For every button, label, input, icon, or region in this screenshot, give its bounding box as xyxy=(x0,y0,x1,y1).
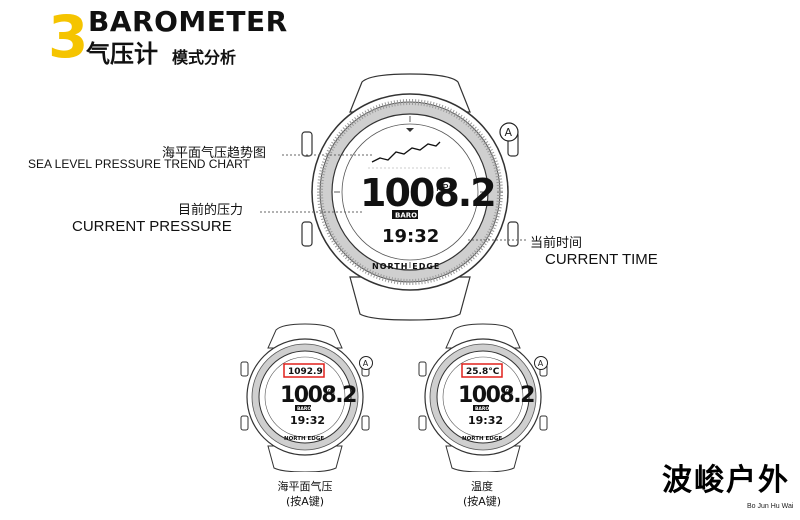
trend-callout-zh: 海平面气压趋势图 xyxy=(162,146,267,161)
bezel-brand-text: NORTH EDGE xyxy=(284,436,324,442)
highlight-box xyxy=(283,363,325,378)
main-pressure-unit: hPa xyxy=(436,183,454,194)
pressure-callout-en: CURRENT PRESSURE xyxy=(72,218,232,235)
north-marker-icon xyxy=(406,128,414,132)
section-title-en: BAROMETER xyxy=(88,5,288,38)
watch-button xyxy=(240,361,249,377)
svg-text:A: A xyxy=(538,359,544,368)
section-number: 3 xyxy=(48,3,88,71)
time-callout-zh: 当前时间 xyxy=(530,236,583,251)
watch-strap-bottom xyxy=(349,276,471,321)
small-watch-sea-level: 1092.9 1008.2 hPa BARO 19:32 NORTH EDGE xyxy=(240,323,370,472)
button-a-marker: A xyxy=(359,356,373,370)
small-watch-temperature: 25.8°C 1008.2 hPa BARO 19:32 NORTH EDGE xyxy=(418,323,548,472)
bezel-brand-text: NORTH EDGE xyxy=(462,436,502,442)
watch-screen xyxy=(341,123,479,261)
svg-text:A: A xyxy=(363,359,369,368)
bezel-brand-text: NORTH EDGE xyxy=(372,262,440,271)
mode-badge-bg xyxy=(392,210,418,219)
section-title-zh: 气压计 xyxy=(86,40,158,68)
highlight-value: 1092.9 xyxy=(288,367,323,377)
caption-sea-level-line2: (按A键) xyxy=(285,495,325,508)
brand-logo-en: Bo Jun Hu Wai xyxy=(747,503,794,510)
mode-badge: BARO xyxy=(395,212,417,220)
watch-button xyxy=(539,415,548,431)
watch-button xyxy=(240,415,249,431)
watch-button xyxy=(418,415,427,431)
time: 19:32 xyxy=(290,414,325,427)
main-time: 19:32 xyxy=(382,226,439,247)
watch-button xyxy=(418,361,427,377)
highlight-value: 25.8°C xyxy=(466,367,500,377)
svg-text:A: A xyxy=(505,126,513,139)
time: 19:32 xyxy=(468,414,503,427)
caption-temperature-line2: (按A键) xyxy=(462,495,502,508)
pressure-callout-zh: 目前的压力 xyxy=(178,203,244,218)
time-callout-en: CURRENT TIME xyxy=(545,251,658,268)
bezel-texture xyxy=(317,99,503,285)
brand-logo-zh: 波峻户外 xyxy=(662,463,790,498)
mode-badge: BARO xyxy=(297,406,311,412)
button-a-marker: A xyxy=(499,122,519,142)
caption-sea-level-line1: 海平面气压 xyxy=(277,480,333,493)
mode-badge-bg xyxy=(295,405,311,411)
watch-button-left-bottom xyxy=(301,221,313,247)
watch-button-left-top xyxy=(301,131,313,157)
pressure-unit: hPa xyxy=(324,389,335,396)
dial-ticks xyxy=(334,116,486,268)
watch-button xyxy=(361,415,370,431)
mode-badge: BARO xyxy=(475,406,489,412)
pressure-trend-graph xyxy=(371,141,441,163)
pressure-value: 1008.2 xyxy=(458,383,534,408)
watch-button-right-bottom xyxy=(507,221,519,247)
caption-temperature-line1: 温度 xyxy=(471,480,493,493)
pressure-unit: hPa xyxy=(502,389,513,396)
pressure-value: 1008.2 xyxy=(280,383,356,408)
mode-badge-bg xyxy=(473,405,489,411)
trend-callout-en: SEA LEVEL PRESSURE TREND CHART xyxy=(28,157,250,171)
section-subtitle-zh: 模式分析 xyxy=(172,48,237,67)
main-pressure-value: 1008.2 xyxy=(360,171,495,215)
button-a-marker: A xyxy=(534,356,548,370)
highlight-box xyxy=(461,363,503,378)
